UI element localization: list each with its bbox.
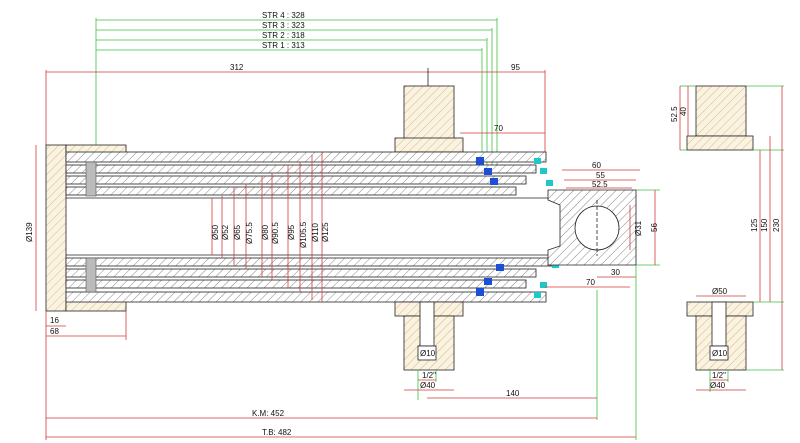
dia-90-5: Ø90.5 <box>271 222 280 244</box>
dia-65: Ø65 <box>233 224 242 240</box>
rod-dimensions: 60 55 52.5 Ø31 56 30 70 <box>545 161 660 288</box>
side-dim-150: 150 <box>760 218 769 232</box>
stroke-label-4: STR 4 : 328 <box>262 11 305 20</box>
stroke-label-1: STR 1 : 313 <box>262 41 305 50</box>
bore-dia-139: Ø139 <box>25 222 34 242</box>
dim-tb-482: T.B: 482 <box>262 428 292 437</box>
dim-70-bottom: 70 <box>586 278 595 287</box>
side-thread: 1/2" <box>712 371 726 380</box>
port-outer-dia: Ø40 <box>420 381 436 390</box>
dim-km-452: K.M: 452 <box>252 409 285 418</box>
dia-75-5: Ø75.5 <box>245 222 254 244</box>
end-cap-left <box>45 144 67 312</box>
top-dimensions: 312 95 70 <box>45 63 546 160</box>
dia-95: Ø95 <box>287 224 296 240</box>
dim-16: 16 <box>50 316 59 325</box>
side-hole-dia: Ø10 <box>712 349 728 358</box>
side-view: 52.5 40 125 150 230 Ø50 Ø10 1/2" Ø40 <box>670 85 784 392</box>
dia-50: Ø50 <box>211 224 220 240</box>
bottom-port-left: Ø10 1/2" Ø40 140 <box>394 290 598 420</box>
dia-52: Ø52 <box>221 224 230 240</box>
side-outer-dia: Ø40 <box>710 381 726 390</box>
dim-95: 95 <box>511 63 520 72</box>
dim-312: 312 <box>230 63 244 72</box>
dim-eye-56: 56 <box>650 223 659 232</box>
dim-pin-31: Ø31 <box>634 220 643 236</box>
port-thread: 1/2" <box>422 371 436 380</box>
cylinder-body <box>65 151 557 303</box>
left-dimensions: 16 68 <box>45 311 127 440</box>
dim-68: 68 <box>50 327 59 336</box>
internal-diameter-dimensions: Ø50 Ø52 Ø65 Ø75.5 Ø80 Ø90.5 Ø95 Ø105.5 Ø… <box>211 152 330 302</box>
dim-55: 55 <box>596 171 605 180</box>
dim-52-5: 52.5 <box>592 180 608 189</box>
overall-length-dimensions: K.M: 452 T.B: 482 <box>46 265 637 440</box>
dim-60: 60 <box>592 161 601 170</box>
stroke-label-3: STR 3 : 323 <box>262 21 305 30</box>
dia-105-5: Ø105.5 <box>299 221 308 248</box>
port-hole-dia: Ø10 <box>420 349 436 358</box>
top-port-base <box>394 137 464 153</box>
dim-140: 140 <box>506 389 520 398</box>
dia-125: Ø125 <box>321 222 330 242</box>
stroke-label-2: STR 2 : 318 <box>262 31 305 40</box>
side-dim-40: 40 <box>679 107 688 116</box>
dim-30: 30 <box>611 268 620 277</box>
side-dim-125: 125 <box>750 218 759 232</box>
side-dim-230: 230 <box>772 218 781 232</box>
end-cap-flange-bottom <box>65 300 127 312</box>
dia-80: Ø80 <box>261 224 270 240</box>
stroke-dimensions: STR 4 : 328 STR 3 : 323 STR 2 : 318 STR … <box>95 11 498 170</box>
side-dim-52-5: 52.5 <box>670 106 679 122</box>
side-dim-50: Ø50 <box>712 287 728 296</box>
dia-110: Ø110 <box>311 222 320 242</box>
dim-70-top: 70 <box>494 124 503 133</box>
